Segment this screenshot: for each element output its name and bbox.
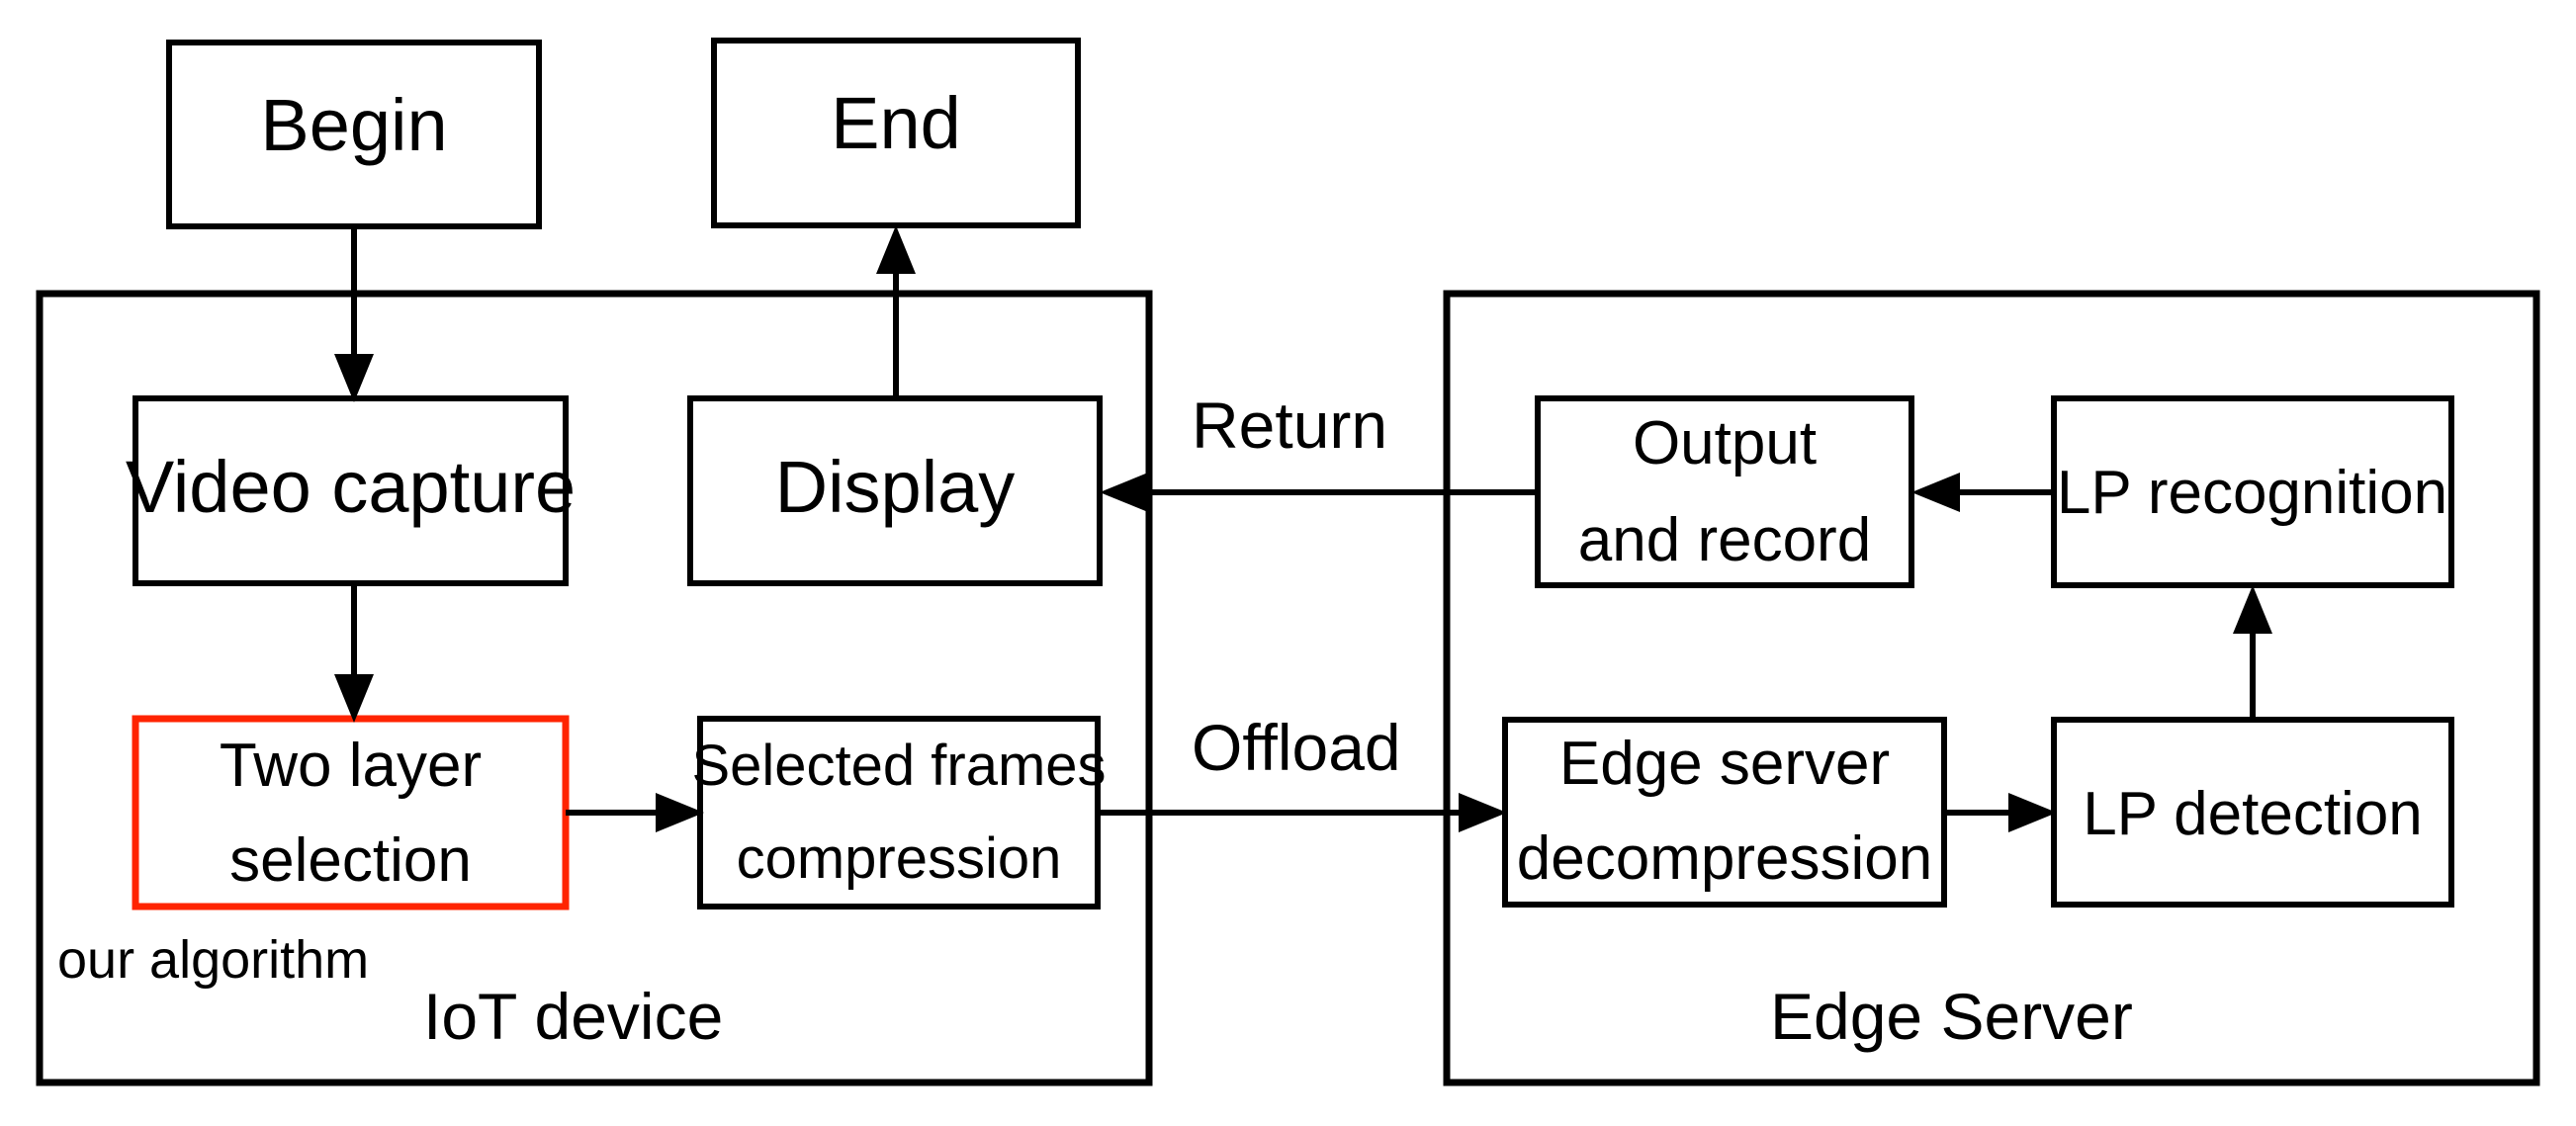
edge-two-layer-selection-to-compression xyxy=(566,793,704,832)
edge-video-capture-to-two-layer-selection xyxy=(334,583,374,723)
lp-detection-box[interactable] xyxy=(2051,717,2454,908)
offload-edge-label: Offload xyxy=(1192,711,1401,784)
two-layer-selection-box[interactable] xyxy=(132,715,570,910)
edge-server-decompression-box[interactable] xyxy=(1502,717,1947,908)
begin-box[interactable] xyxy=(166,40,542,229)
video-capture-box[interactable] xyxy=(133,395,569,586)
edge-edge-decompression-to-lp-detection xyxy=(1944,793,2057,832)
edge-lp-detection-to-lp-recognition xyxy=(2233,585,2272,720)
edge-begin-to-video-capture xyxy=(334,226,374,402)
output-and-record-box[interactable] xyxy=(1535,395,1914,588)
lp-recognition-box[interactable] xyxy=(2051,395,2454,588)
edge-output-to-display xyxy=(1100,473,1538,512)
edge-lp-recognition-to-output xyxy=(1911,473,2054,512)
our-algorithm-annotation: our algorithm xyxy=(57,930,370,990)
iot-device-container xyxy=(36,290,1153,1086)
return-edge-label: Return xyxy=(1192,389,1388,462)
edge-compression-to-edge-decompression xyxy=(1098,793,1507,832)
display-box[interactable] xyxy=(687,395,1103,586)
selected-frames-compression-box[interactable] xyxy=(697,716,1101,909)
end-box[interactable] xyxy=(711,38,1081,228)
edge-server-container xyxy=(1443,290,2540,1086)
edge-server-zone-label: Edge Server xyxy=(1770,980,2133,1053)
iot-device-zone-label: IoT device xyxy=(423,980,724,1053)
edge-display-to-end xyxy=(876,225,916,398)
